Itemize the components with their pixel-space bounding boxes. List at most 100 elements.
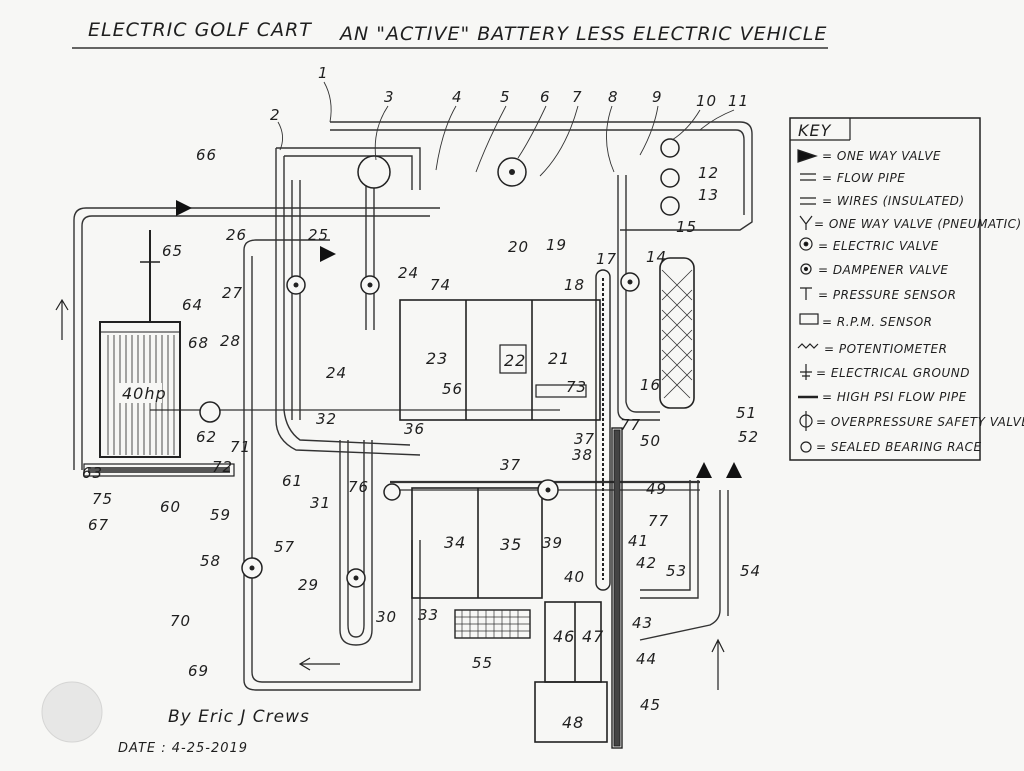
- electric-valves: [199, 138, 680, 588]
- block-label: 22: [504, 351, 526, 370]
- part-number: 11: [728, 92, 749, 110]
- key-item-pressure-sensor: = PRESSURE SENSOR: [818, 288, 956, 302]
- flow-arrows: [55, 298, 725, 690]
- engine-label: 40hp: [122, 384, 167, 403]
- part-number: 25: [308, 226, 329, 244]
- part-number: 24: [326, 364, 347, 382]
- key-item-dampener-valve: = DAMPENER VALVE: [818, 263, 948, 277]
- part-number: 33: [418, 606, 439, 624]
- part-number: 77: [648, 512, 669, 530]
- key-item-overpressure-valve: = OVERPRESSURE SAFETY VALVE: [816, 415, 1024, 429]
- part-number: 17: [596, 250, 617, 268]
- part-number: 6: [540, 88, 551, 106]
- radiator: [659, 257, 695, 409]
- part-number: 57: [274, 538, 295, 556]
- part-number: 4: [452, 88, 463, 106]
- drive-chain: [595, 269, 623, 749]
- part-number: 77: [620, 416, 641, 434]
- part-number: 19: [546, 236, 567, 254]
- part-number: 5: [500, 88, 511, 106]
- part-number: 26: [226, 226, 247, 244]
- part-number: 68: [188, 334, 209, 352]
- part-number: 29: [298, 576, 319, 594]
- part-number: 38: [572, 446, 593, 464]
- block-label: 47: [582, 627, 604, 646]
- part-number: 64: [182, 296, 203, 314]
- key-box: [789, 117, 981, 461]
- key-items: = ONE WAY VALVE = FLOW PIPE = WIRES (INS…: [814, 149, 1024, 454]
- part-number: 63: [82, 464, 103, 482]
- part-number: 54: [740, 562, 761, 580]
- part-number: 76: [348, 478, 369, 496]
- block-label: 48: [562, 713, 584, 732]
- key-item-electrical-ground: = ELECTRICAL GROUND: [816, 366, 970, 380]
- panel-55: [454, 609, 531, 639]
- key-item-pneumatic-valve: = ONE WAY VALVE (PNEUMATIC): [814, 217, 1022, 231]
- part-number: 30: [376, 608, 397, 626]
- part-number: 45: [640, 696, 661, 714]
- block-label: 23: [426, 349, 448, 368]
- part-number: 65: [162, 242, 183, 260]
- part-number: 13: [698, 186, 719, 204]
- part-number: 55: [472, 654, 493, 672]
- part-number: 74: [430, 276, 451, 294]
- one-way-valves: [176, 200, 742, 478]
- part-number: 71: [230, 438, 251, 456]
- part-number: 37: [500, 456, 521, 474]
- key-item-potentiometer: = POTENTIOMETER: [824, 342, 947, 356]
- part-number: 40: [564, 568, 585, 586]
- title-right: AN "ACTIVE" BATTERY LESS ELECTRIC VEHICL…: [338, 23, 827, 45]
- part-number: 8: [608, 88, 619, 106]
- part-number: 20: [508, 238, 529, 256]
- part-number: 62: [196, 428, 217, 446]
- part-number: 72: [212, 458, 233, 476]
- engine-label-bg: [118, 383, 162, 403]
- part-number: 66: [196, 146, 217, 164]
- part-number: 44: [636, 650, 657, 668]
- part-number: 51: [736, 404, 757, 422]
- key-item-sealed-bearing: = SEALED BEARING RACE: [816, 440, 982, 454]
- leader-lines: [277, 81, 735, 177]
- part-number: 42: [636, 554, 657, 572]
- part-number: 59: [210, 506, 231, 524]
- part-number: 41: [628, 532, 649, 550]
- key-item-electric-valve: = ELECTRIC VALVE: [818, 239, 939, 253]
- block-label: 35: [500, 535, 522, 554]
- part-number: 49: [646, 480, 667, 498]
- block-label: 21: [548, 349, 570, 368]
- valve-centers: [249, 169, 633, 581]
- key-item-rpm-sensor: = R.P.M. SENSOR: [822, 315, 932, 329]
- block-label: 34: [444, 533, 466, 552]
- part-number: 24: [398, 264, 419, 282]
- part-number: 75: [92, 490, 113, 508]
- part-number: 7: [572, 88, 583, 106]
- part-number: 69: [188, 662, 209, 680]
- part-number: 36: [404, 420, 425, 438]
- part-number: 15: [676, 218, 697, 236]
- part-number: 52: [738, 428, 759, 446]
- title-left: ELECTRIC GOLF CART: [88, 19, 312, 41]
- part-number: 67: [88, 516, 109, 534]
- part-number: 50: [640, 432, 661, 450]
- part-number: 31: [310, 494, 331, 512]
- part-number: 9: [652, 88, 663, 106]
- part-number: 70: [170, 612, 191, 630]
- part-number: 3: [384, 88, 395, 106]
- part-number: 2: [270, 106, 281, 124]
- signature-date: DATE : 4-25-2019: [118, 741, 248, 756]
- part-numbers: 1 2 3 4 5 6 7 8 9 10 11 12 13 14 15 16 1…: [82, 64, 761, 714]
- part-number: 39: [542, 534, 563, 552]
- signature-author: By Eric J Crews: [168, 707, 310, 727]
- part-number: 61: [282, 472, 303, 490]
- key-heading: KEY: [798, 121, 832, 140]
- part-number: 28: [220, 332, 241, 350]
- control-boxes: [399, 299, 608, 743]
- part-number: 10: [696, 92, 717, 110]
- part-number: 16: [640, 376, 661, 394]
- part-number: 60: [160, 498, 181, 516]
- part-number: 37: [574, 430, 595, 448]
- flow-pipes: [73, 121, 753, 691]
- part-number: 73: [566, 378, 587, 396]
- key-item-one-way-valve: = ONE WAY VALVE: [822, 149, 941, 163]
